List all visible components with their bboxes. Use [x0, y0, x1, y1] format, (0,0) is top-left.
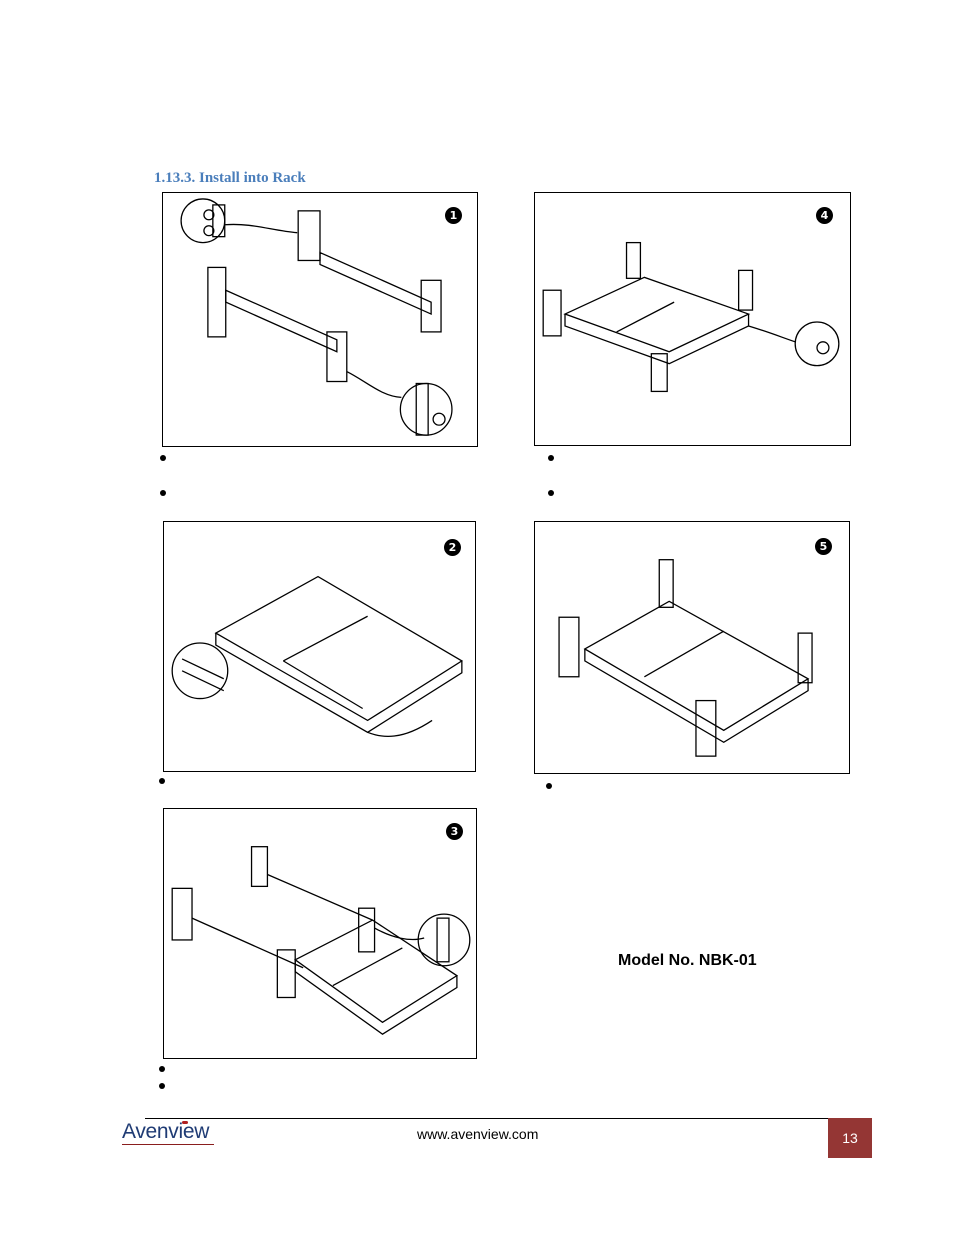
bullet [160, 455, 166, 461]
step-badge: 1 [445, 207, 462, 224]
step-badge: 3 [446, 823, 463, 840]
bullet [548, 490, 554, 496]
step-badge: 2 [444, 539, 461, 556]
model-number: Model No. NBK-01 [618, 952, 757, 969]
keyboard-drawer-drawing [171, 575, 464, 737]
bullet [546, 783, 552, 789]
bullet [159, 1066, 165, 1072]
step-badge: 4 [816, 207, 833, 224]
installed-rack-drawing [558, 559, 813, 757]
step-3-illustration: 3 [163, 808, 477, 1059]
page-number: 13 [828, 1118, 872, 1158]
step-5-illustration: 5 [534, 521, 850, 774]
bullet [159, 778, 165, 784]
rack-keyboard-drawing [542, 241, 840, 393]
logo-accent [182, 1121, 188, 1124]
step-2-illustration: 2 [163, 521, 476, 772]
bullet [160, 490, 166, 496]
step-4-illustration: 4 [534, 192, 851, 446]
bullet [159, 1083, 165, 1089]
bullet [548, 455, 554, 461]
rail-brackets-drawing [180, 198, 453, 436]
footer-url: www.avenview.com [417, 1126, 539, 1142]
step-1-illustration: 1 [162, 192, 478, 447]
logo-underline [122, 1144, 214, 1145]
step-badge: 5 [815, 538, 832, 555]
brand-logo: Avenview [122, 1120, 210, 1143]
slide-in-drawing [171, 846, 471, 1035]
footer-divider [145, 1118, 829, 1119]
section-heading: 1.13.3. Install into Rack [154, 170, 306, 186]
